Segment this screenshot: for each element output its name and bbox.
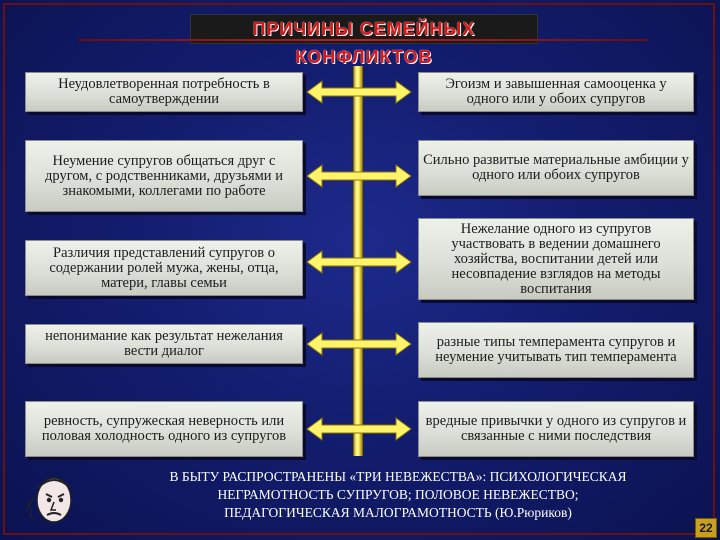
left-cause-3: Различия представлений супругов о содерж… xyxy=(25,240,303,296)
face-icon xyxy=(26,477,72,523)
title-underline xyxy=(78,39,648,41)
right-cause-3: Нежелание одного из супругов участвовать… xyxy=(418,218,694,300)
left-cause-4: непонимание как результат нежелания вест… xyxy=(25,324,303,364)
right-cause-5: вредные привычки у одного из супругов и … xyxy=(418,401,694,457)
left-cause-5: ревность, супружеская неверность или пол… xyxy=(25,401,303,457)
double-arrow-icon xyxy=(306,417,412,441)
page-number: 22 xyxy=(695,518,717,538)
double-arrow-icon xyxy=(306,80,412,104)
bottom-note-line-3: ПЕДАГОГИЧЕСКАЯ МАЛОГРАМОТНОСТЬ (Ю.Рюрико… xyxy=(224,505,572,520)
bottom-note-line-2: НЕГРАМОТНОСТЬ СУПРУГОВ; ПОЛОВОЕ НЕВЕЖЕСТ… xyxy=(217,487,579,502)
bottom-note-line-1: В БЫТУ РАСПРОСТРАНЕНЫ «ТРИ НЕВЕЖЕСТВА»: … xyxy=(169,469,627,484)
right-cause-4: разные типы темперамента супругов и неум… xyxy=(418,322,694,378)
left-cause-1: Неудовлетворенная потребность в самоутве… xyxy=(25,72,303,112)
double-arrow-icon xyxy=(306,164,412,188)
right-cause-1: Эгоизм и завышенная самооценка у одного … xyxy=(418,72,694,112)
double-arrow-icon xyxy=(306,250,412,274)
slide-frame xyxy=(3,3,715,535)
left-cause-2: Неумение супругов общаться друг с другом… xyxy=(25,140,303,212)
bottom-note: В БЫТУ РАСПРОСТРАНЕНЫ «ТРИ НЕВЕЖЕСТВА»: … xyxy=(108,468,688,522)
right-cause-2: Сильно развитые материальные амбиции у о… xyxy=(418,140,694,196)
double-arrow-icon xyxy=(306,332,412,356)
